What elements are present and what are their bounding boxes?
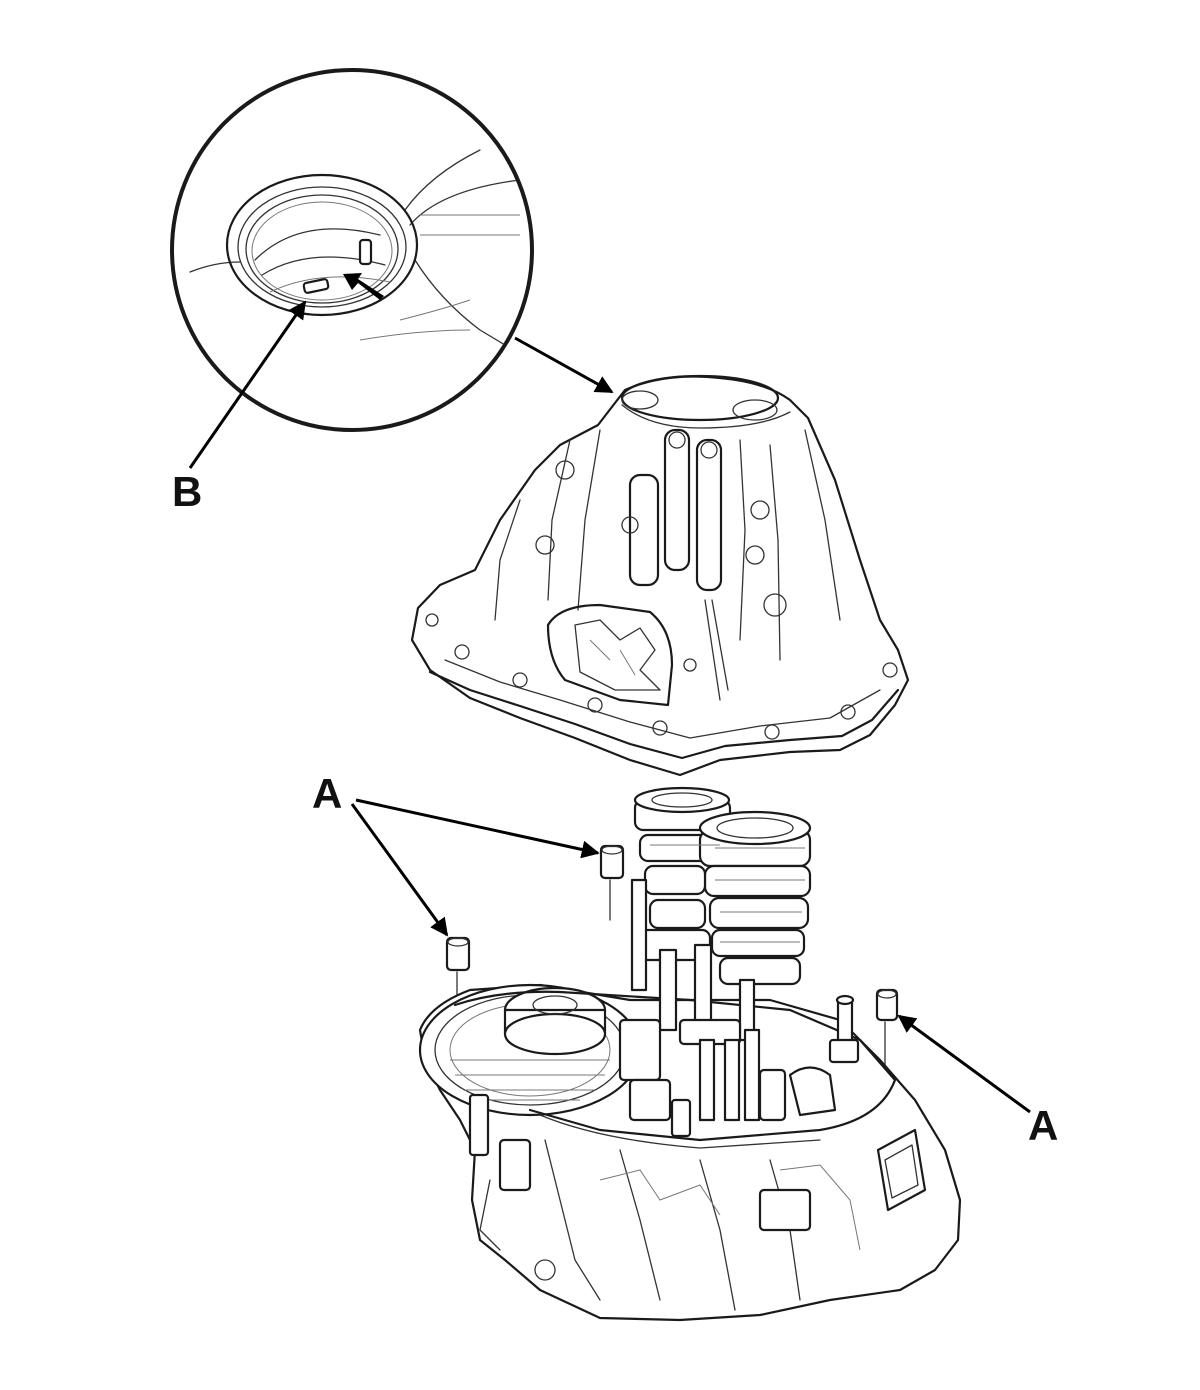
clutch-housing [410,374,910,777]
callout-a-label-top: A [312,770,342,817]
detail-pointer-arrow [514,336,614,394]
callout-a-label-right: A [1028,1102,1058,1149]
callout-a-leader-3 [897,1014,1031,1114]
callout-b-leader [188,300,307,469]
dowel-pin-a-1 [599,844,625,921]
transmission-case [418,786,962,1322]
detail-view [170,68,534,432]
gear-stack [630,786,812,1042]
callout-a-leader-2 [350,803,449,937]
callout-a-leader-1 [355,798,600,859]
callout-b-label: B [172,468,202,515]
dowel-pin-a-3 [875,988,899,1071]
dowel-pin-a-2 [445,936,471,1006]
